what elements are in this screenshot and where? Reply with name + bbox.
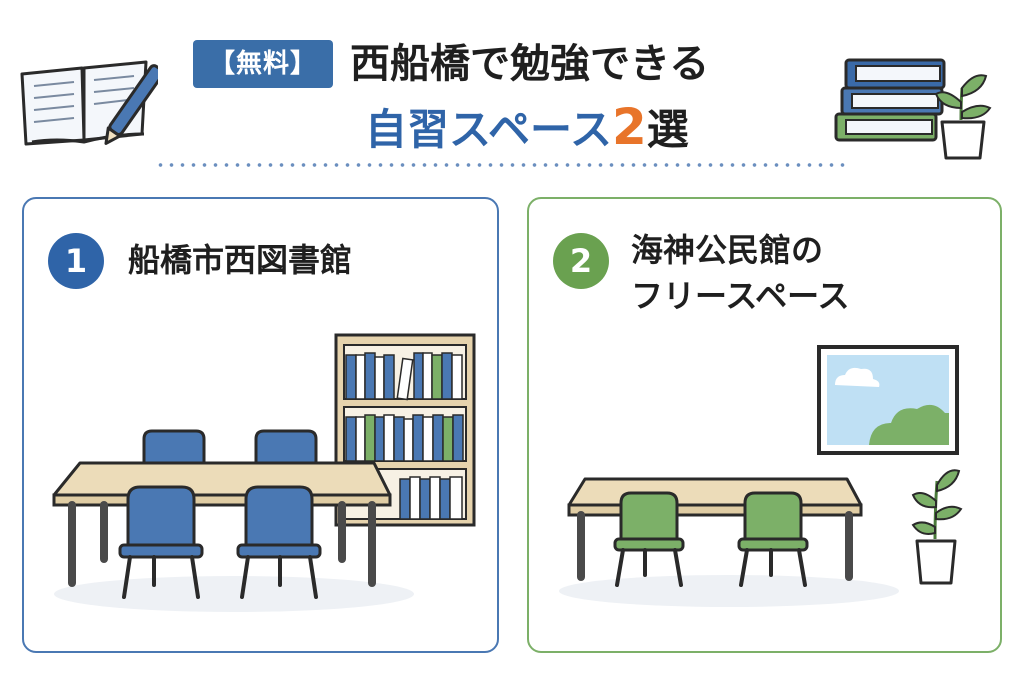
chair-icon bbox=[118, 485, 322, 599]
potted-plant-icon bbox=[911, 469, 963, 585]
card-title: 海神公民館の フリースペース bbox=[631, 227, 911, 319]
card-community-center: 2 海神公民館の フリースペース bbox=[527, 197, 1002, 653]
page-title-line1: 西船橋で勉強できる bbox=[350, 41, 710, 87]
book-stack-icon bbox=[834, 58, 946, 142]
dotted-divider bbox=[155, 163, 845, 167]
chair-icon bbox=[613, 491, 809, 587]
free-space-illustration bbox=[559, 345, 963, 607]
window-icon bbox=[817, 345, 959, 455]
card-title: 船橋市西図書館 bbox=[128, 241, 353, 279]
title-number: 2 bbox=[611, 98, 647, 156]
title-suffix: 選 bbox=[646, 105, 689, 154]
card-title-line2: フリースペース bbox=[631, 277, 850, 315]
chair-icon bbox=[142, 429, 318, 469]
title-prefix: 自習スペース bbox=[365, 105, 612, 154]
card-library: 1 船橋市西図書館 bbox=[22, 197, 499, 653]
card-number-badge: 1 bbox=[48, 233, 104, 289]
card-number-badge: 2 bbox=[553, 233, 609, 289]
library-illustration bbox=[52, 333, 476, 612]
potted-plant-icon bbox=[934, 74, 992, 160]
page-title-line2: 自習スペース2選 bbox=[365, 98, 765, 156]
free-badge: 【無料】 bbox=[193, 40, 333, 88]
table-icon bbox=[52, 461, 392, 587]
header: 【無料】 西船橋で勉強できる 自習スペース2選 bbox=[0, 0, 1024, 180]
table-icon bbox=[567, 477, 863, 581]
card-title-line1: 海神公民館の bbox=[631, 231, 824, 269]
bookshelf-icon bbox=[334, 333, 476, 527]
open-book-pen-icon bbox=[20, 60, 158, 146]
